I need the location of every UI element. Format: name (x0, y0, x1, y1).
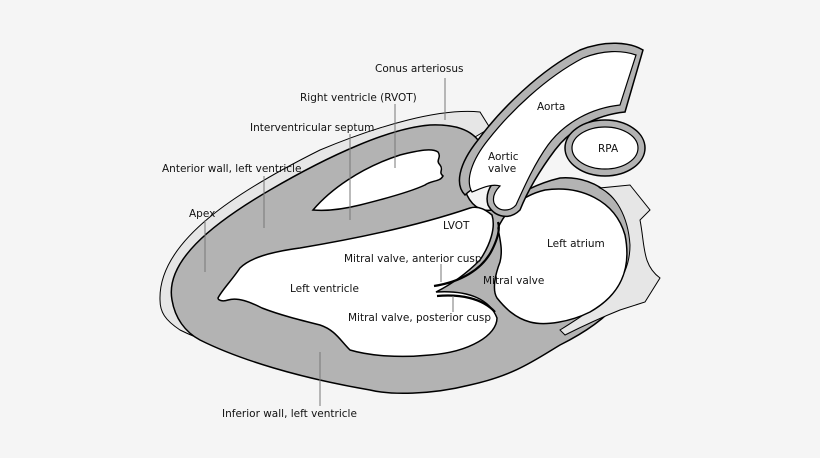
left-atrium-cavity (493, 188, 628, 325)
label-mitral-posterior: Mitral valve, posterior cusp (348, 312, 491, 324)
label-inferior-wall: Inferior wall, left ventricle (222, 408, 357, 420)
label-aorta: Aorta (537, 101, 565, 113)
label-mitral-anterior: Mitral valve, anterior cusp (344, 253, 482, 265)
label-left-ventricle: Left ventricle (290, 283, 359, 295)
aorta-lumen (468, 51, 637, 211)
label-interventricular-septum: Interventricular septum (250, 122, 374, 134)
label-aortic-valve-2: valve (488, 163, 516, 175)
label-lvot: LVOT (443, 220, 470, 232)
label-apex: Apex (189, 208, 215, 220)
label-aortic-valve-1: Aortic (488, 151, 519, 163)
rpa-lumen (571, 126, 639, 170)
label-left-atrium: Left atrium (547, 238, 605, 250)
left-ventricle-cavity (217, 206, 498, 358)
label-anterior-wall: Anterior wall, left ventricle (162, 163, 301, 175)
right-ventricle-cavity (311, 149, 444, 212)
mitral-anterior-cusp (433, 221, 500, 288)
label-mitral-valve: Mitral valve (483, 275, 544, 287)
label-conus-arteriosus: Conus arteriosus (375, 63, 463, 75)
label-right-ventricle: Right ventricle (RVOT) (300, 92, 417, 104)
atrial-tissue (559, 184, 661, 336)
label-rpa: RPA (598, 143, 619, 155)
mitral-posterior-cusp (436, 294, 496, 313)
